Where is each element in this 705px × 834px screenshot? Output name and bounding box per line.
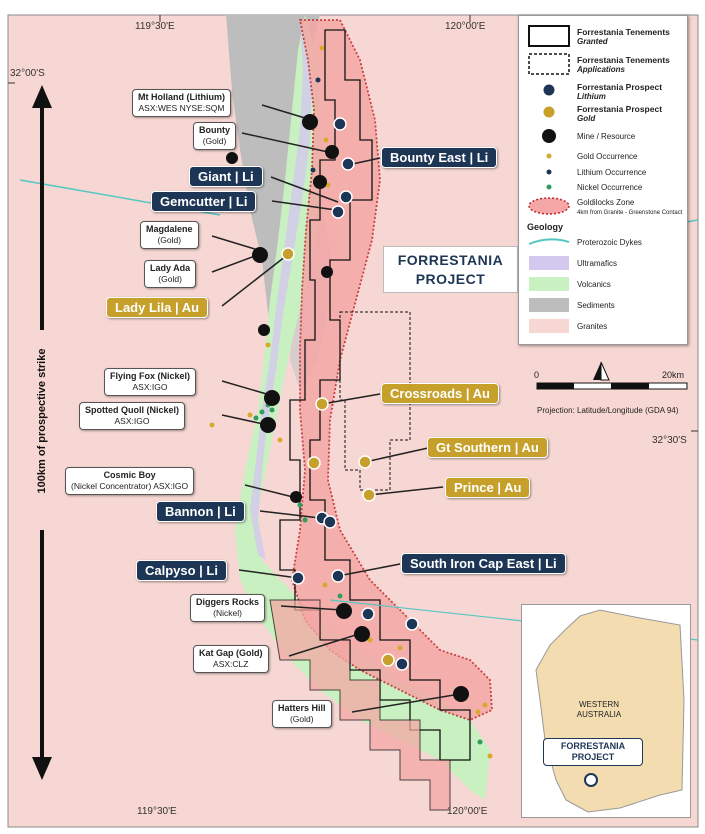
legend-nickel-occurrence: Nickel Occurrence: [577, 183, 643, 192]
label-mt-holland: Mt Holland (Lithium) ASX:WES NYSE:SQM: [132, 89, 231, 117]
tag-crossroads: Crossroads | Au: [381, 383, 499, 404]
label-spotted-quoll: Spotted Quoll (Nickel) ASX:IGO: [79, 402, 186, 430]
label-cosmic-boy: Cosmic Boy (Nickel Concentrator) ASX:IGO: [65, 467, 195, 495]
occurrence-dots: [209, 45, 493, 759]
tag-bannon: Bannon | Li: [156, 501, 245, 522]
tag-gt-southern: Gt Southern | Au: [427, 437, 548, 458]
project-title: FORRESTANIA PROJECT: [383, 246, 518, 293]
tenement-south: [269, 599, 451, 811]
label-title: Spotted Quoll (Nickel): [85, 405, 180, 415]
tag-giant: Giant | Li: [189, 166, 263, 187]
label-lady-ada: Lady Ada (Gold): [144, 260, 197, 288]
legend-geology: Geology: [527, 222, 564, 232]
projection-note: Projection: Latitude/Longitude (GDA 94): [537, 406, 679, 415]
tag-lady-lila: Lady Lila | Au: [106, 297, 209, 318]
label-sub: (Nickel): [213, 608, 242, 618]
legend-lithium-occurrence: Lithium Occurrence: [577, 168, 647, 177]
tag-gemcutter: Gemcutter | Li: [151, 191, 257, 212]
label-title: Kat Gap (Gold): [199, 648, 263, 658]
strike-arrow-top: [32, 85, 52, 108]
label-title: Bounty: [199, 125, 230, 135]
lithium-prospects: [291, 117, 419, 671]
label-hatters-hill: Hatters Hill (Gold): [272, 700, 332, 728]
gold-prospects: [281, 247, 395, 667]
project-title-line-1: FORRESTANIA: [397, 252, 504, 268]
legend-volcanics: Volcanics: [577, 280, 611, 289]
scale-end: 20km: [662, 370, 685, 380]
label-title: Cosmic Boy: [103, 470, 156, 480]
legend-mine: Mine / Resource: [577, 132, 636, 141]
label-title: Magdalene: [146, 224, 193, 234]
legend-gold-occurrence: Gold Occurrence: [577, 152, 638, 161]
label-sub: (Nickel Concentrator) ASX:IGO: [71, 481, 189, 491]
mine-markers: [226, 114, 469, 702]
label-title: Flying Fox (Nickel): [110, 371, 191, 381]
legend-dykes: Proterozoic Dykes: [577, 238, 642, 247]
tag-prince: Prince | Au: [445, 477, 531, 498]
legend-ultramafics: Ultramafics: [577, 259, 618, 268]
label-sub: ASX:WES NYSE:SQM: [138, 103, 225, 113]
project-title-line-2: PROJECT: [415, 271, 486, 287]
lat-mid: 32°30'S: [652, 435, 687, 446]
label-bounty: Bounty (Gold): [193, 122, 236, 150]
label-magdalene: Magdalene (Gold): [140, 221, 199, 249]
label-sub: (Gold): [202, 136, 227, 146]
label-sub: ASX:CLZ: [213, 659, 249, 669]
lon-top-right: 120°00'E: [445, 21, 486, 32]
label-sub: (Gold): [158, 274, 182, 284]
label-sub: ASX:IGO: [114, 416, 150, 426]
label-title: Mt Holland (Lithium): [138, 92, 225, 102]
label-title: Hatters Hill: [278, 703, 326, 713]
legend-granites: Granites: [577, 322, 608, 331]
label-kat-gap: Kat Gap (Gold) ASX:CLZ: [193, 645, 269, 673]
strike-arrow-bottom: [32, 757, 52, 780]
legend-sediments: Sediments: [577, 301, 615, 310]
label-title: Lady Ada: [150, 263, 191, 273]
scale-start: 0: [534, 370, 540, 380]
lon-top-left: 119°30'E: [135, 21, 175, 32]
label-title: Diggers Rocks: [196, 597, 260, 607]
lon-bottom-left: 119°30'E: [137, 806, 177, 817]
tag-south-iron-cap-east: South Iron Cap East | Li: [401, 553, 566, 574]
label-diggers-rocks: Diggers Rocks (Nickel): [190, 594, 266, 622]
label-flying-fox: Flying Fox (Nickel) ASX:IGO: [104, 368, 197, 396]
tag-bounty-east: Bounty East | Li: [381, 147, 498, 168]
lon-bottom-right: 120°00'E: [447, 806, 488, 817]
tag-calpyso: Calpyso | Li: [136, 560, 227, 581]
label-sub: ASX:IGO: [132, 382, 168, 392]
label-sub: (Gold): [157, 235, 182, 245]
lat-top: 32°00'S: [10, 68, 45, 79]
label-sub: (Gold): [289, 714, 314, 724]
